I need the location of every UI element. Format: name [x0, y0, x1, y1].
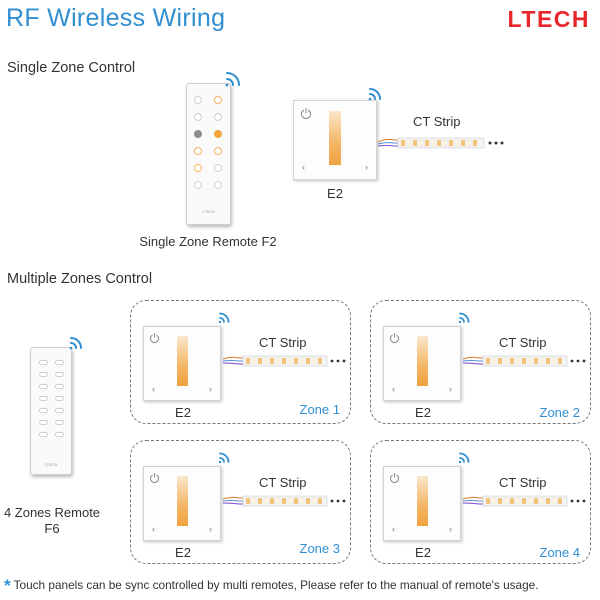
- remote-f6-label-line2: F6: [44, 521, 60, 536]
- chevron-right-icon: ›: [449, 384, 452, 394]
- brand-logo: LTECH: [507, 6, 590, 32]
- remote-brand-text: LTECH: [202, 209, 215, 214]
- wifi-signal-icon: [458, 312, 470, 324]
- power-icon: [150, 473, 159, 483]
- chevron-right-icon: ›: [209, 384, 212, 394]
- footnote-text: Touch panels can be sync controlled by m…: [13, 578, 539, 592]
- power-icon: [390, 333, 399, 343]
- continuation-dots-icon: [570, 359, 586, 363]
- wifi-signal-icon: [69, 337, 82, 350]
- chevron-right-icon: ›: [209, 524, 212, 534]
- zone-label: Zone 4: [539, 545, 580, 560]
- chevron-right-icon: ›: [449, 524, 452, 534]
- remote-f6-label-line1: 4 Zones Remote: [3, 505, 101, 520]
- strip-label: CT Strip: [499, 335, 547, 350]
- e2-panel: ‹ ›: [143, 326, 221, 401]
- strip-label: CT Strip: [259, 475, 307, 490]
- wifi-signal-icon: [218, 452, 230, 464]
- continuation-dots-icon: [570, 499, 586, 503]
- asterisk-icon: *: [4, 576, 11, 595]
- chevron-right-icon: ›: [365, 162, 368, 172]
- wifi-signal-icon: [368, 88, 381, 101]
- ct-strip: [222, 495, 346, 507]
- ct-strip-single: [377, 137, 504, 149]
- slider-bar: [329, 111, 341, 165]
- wifi-signal-icon: [458, 452, 470, 464]
- panel-label: E2: [415, 405, 431, 420]
- zone-box-2: ‹ › E2 CT Strip Zone 2: [370, 300, 591, 424]
- ct-strip: [462, 355, 586, 367]
- wifi-signal-icon: [225, 72, 240, 87]
- section-heading-single: Single Zone Control: [7, 60, 136, 76]
- remote-f6: LTECH: [30, 347, 72, 475]
- continuation-dots-icon: [330, 359, 346, 363]
- panel-label-single: E2: [327, 186, 343, 201]
- chevron-left-icon: ‹: [302, 162, 305, 172]
- power-icon: [150, 333, 159, 343]
- page-title: RF Wireless Wiring: [6, 4, 226, 32]
- zone-box-3: ‹ › E2 CT Strip Zone 3: [130, 440, 351, 564]
- zone-box-1: ‹ › E2 CT Strip Zone 1: [130, 300, 351, 424]
- continuation-dots-icon: [488, 141, 504, 145]
- e2-panel: ‹ ›: [143, 466, 221, 541]
- slider-bar: [417, 476, 428, 526]
- panel-label: E2: [175, 545, 191, 560]
- section-heading-multi: Multiple Zones Control: [7, 271, 153, 287]
- remote-brand-text: LTECH: [44, 462, 58, 467]
- ct-strip: [462, 495, 586, 507]
- slider-bar: [417, 336, 428, 386]
- slider-bar: [177, 336, 188, 386]
- zone-label: Zone 3: [299, 541, 340, 556]
- strip-label: CT Strip: [259, 335, 307, 350]
- e2-panel: ‹ ›: [383, 326, 461, 401]
- ct-strip: [222, 355, 346, 367]
- power-icon: [390, 473, 399, 483]
- zone-box-4: ‹ › E2 CT Strip Zone 4: [370, 440, 591, 564]
- chevron-left-icon: ‹: [392, 524, 395, 534]
- chevron-left-icon: ‹: [152, 524, 155, 534]
- panel-label: E2: [415, 545, 431, 560]
- slider-bar: [177, 476, 188, 526]
- zone-label: Zone 2: [539, 405, 580, 420]
- e2-panel: ‹ ›: [383, 466, 461, 541]
- wifi-signal-icon: [218, 312, 230, 324]
- remote-f2-label: Single Zone Remote F2: [139, 234, 277, 249]
- e2-panel-single: ‹ ›: [293, 100, 377, 180]
- power-icon: [301, 108, 311, 119]
- panel-label: E2: [175, 405, 191, 420]
- chevron-left-icon: ‹: [392, 384, 395, 394]
- strip-label: CT Strip: [499, 475, 547, 490]
- continuation-dots-icon: [330, 499, 346, 503]
- remote-f2: LTECH: [186, 83, 231, 225]
- strip-label-single: CT Strip: [413, 114, 461, 129]
- footnote: *Touch panels can be sync controlled by …: [4, 576, 539, 596]
- zone-label: Zone 1: [299, 402, 340, 417]
- chevron-left-icon: ‹: [152, 384, 155, 394]
